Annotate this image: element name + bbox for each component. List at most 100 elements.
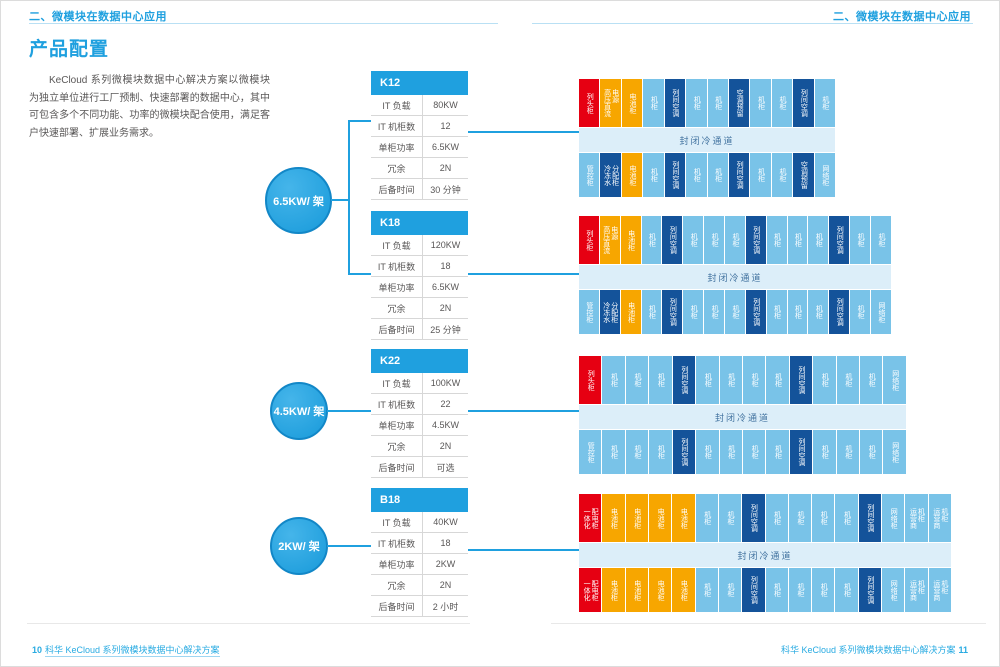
rack-block: 机柜 [643, 153, 664, 197]
table-header-k18: K18 [371, 211, 468, 235]
spec-label: 单柜功率 [371, 137, 423, 157]
rack-block-label: 机柜 [774, 373, 782, 387]
rack-block: 电池柜 [625, 494, 648, 542]
rack-diagram-k12: 列头柜高压直流 电源电池柜机柜列间空调机柜机柜空调预留机柜机柜列间空调机柜封闭冷… [579, 79, 836, 197]
rack-block: 机柜 [750, 79, 771, 127]
rack-block-label: 机柜 [690, 305, 698, 319]
connector-line [348, 120, 350, 275]
rack-block-label: 高压直流 电源 [603, 89, 619, 117]
rack-block: 机柜 [871, 216, 891, 264]
rack-block-label: 电池柜 [629, 164, 637, 186]
cold-aisle-band: 封闭冷通道 [579, 128, 835, 152]
rack-block: 机柜 [704, 290, 725, 334]
rack-block: 机柜 [850, 290, 871, 334]
rack-block: 机柜 [835, 568, 858, 612]
rack-block: 机柜 [704, 216, 725, 264]
spec-value: 2KW [435, 559, 456, 569]
rack-block: 电池柜 [621, 79, 643, 127]
header-rule-right [532, 23, 973, 24]
footer-rule-left [27, 623, 470, 624]
rack-block-label: 机柜 [648, 233, 656, 247]
connector-line [327, 545, 371, 547]
rack-block: 机柜 [771, 153, 793, 197]
rack-block-label: 电池柜 [680, 579, 688, 601]
rack-block: 列头柜 [579, 356, 602, 404]
rack-row-bottom: 管控柜机柜机柜机柜列间空调机柜机柜机柜机柜列间空调机柜机柜机柜网络柜 [579, 430, 906, 474]
rack-block: 运营商 机柜 [905, 494, 928, 542]
rack-block-label: 网络柜 [891, 441, 899, 463]
rack-block-label: 机柜 [857, 233, 865, 247]
rack-row-bottom: 管控柜冷冻水 分配柜电池柜机柜列间空调机柜机柜机柜列间空调机柜机柜机柜列间空调机… [579, 290, 891, 334]
rack-block: 列间空调 [742, 494, 765, 542]
rack-block: 机柜 [602, 356, 625, 404]
rack-block: 列间空调 [664, 79, 686, 127]
rack-block-label: 电池柜 [610, 507, 618, 529]
rack-block: 列间空调 [728, 153, 750, 197]
spec-label: 冗余 [371, 436, 423, 456]
rack-block-label: 列间空调 [669, 298, 677, 326]
connector-line [468, 410, 579, 412]
rack-block: 机柜 [750, 153, 771, 197]
spec-label: 冗余 [371, 158, 423, 178]
rack-block-label: 网络柜 [891, 369, 899, 391]
rack-block-label: 机柜 [711, 305, 719, 319]
rack-block-label: 电池柜 [627, 229, 635, 251]
rack-block: 机柜 [683, 290, 704, 334]
rack-block: 机柜 [812, 568, 835, 612]
rack-block-label: 机柜 [773, 305, 781, 319]
rack-row-bottom: 管控柜冷冻水 分配柜电池柜机柜列间空调机柜机柜列间空调机柜机柜空调预留网络柜 [579, 153, 836, 197]
rack-row-top: 列头柜高压直流 电源电池柜机柜列间空调机柜机柜机柜列间空调机柜机柜机柜列间空调机… [579, 216, 891, 264]
table-row: 后备时间可选 [371, 457, 468, 478]
connector-line [468, 131, 579, 133]
spec-label: IT 负载 [371, 235, 423, 255]
rack-block-label: 机柜 [779, 96, 786, 110]
rack-diagram-k18: 列头柜高压直流 电源电池柜机柜列间空调机柜机柜机柜列间空调机柜机柜机柜列间空调机… [579, 216, 891, 334]
rack-block: 列间空调 [662, 216, 683, 264]
rack-block-label: 机柜 [796, 583, 804, 597]
connector-line [331, 199, 349, 201]
rack-block: 电池柜 [648, 568, 672, 612]
rack-block: 列间空调 [858, 494, 882, 542]
rack-block-label: 列间空调 [836, 226, 844, 254]
table-header-k22: K22 [371, 349, 468, 373]
rack-block: 网络柜 [814, 153, 836, 197]
rack-block-label: 列间空调 [750, 504, 758, 532]
rack-block: 列间空调 [745, 216, 766, 264]
rack-block: 机柜 [725, 290, 745, 334]
rack-block: 冷冻水 分配柜 [599, 290, 620, 334]
rack-block: 机柜 [850, 216, 871, 264]
rack-block-label: 管控柜 [585, 301, 593, 323]
rack-block: 机柜 [766, 430, 789, 474]
rack-block-label: 机柜 [820, 583, 828, 597]
rack-block: 机柜 [683, 216, 704, 264]
rack-block-label: 机柜 [843, 511, 851, 525]
rack-block: 电池柜 [672, 568, 695, 612]
rack-block-label: 列间空调 [836, 298, 844, 326]
rack-block-label: 一体化 配电柜 [583, 579, 599, 601]
rack-block: 列间空调 [672, 356, 696, 404]
rack-block-label: 机柜 [868, 373, 876, 387]
rack-block: 电池柜 [602, 568, 625, 612]
spec-value: 2 小时 [432, 601, 459, 612]
rack-block: 高压直流 电源 [599, 216, 620, 264]
rack-block: 机柜 [808, 216, 829, 264]
rack-block: 机柜 [725, 216, 745, 264]
rack-block-label: 列间空调 [736, 161, 744, 189]
table-header-k12: K12 [371, 71, 468, 95]
rack-block-label: 空调预留 [800, 161, 808, 189]
rack-block-label: 列间空调 [671, 89, 679, 117]
rack-block-label: 机柜 [796, 511, 804, 525]
rack-block-label: 机柜 [877, 233, 885, 247]
spec-label: 单柜功率 [371, 415, 423, 435]
rack-block: 列间空调 [858, 568, 882, 612]
spec-label: IT 机柜数 [371, 394, 423, 414]
rack-block-label: 机柜 [773, 233, 781, 247]
rack-block: 网络柜 [883, 356, 906, 404]
spec-label: 冗余 [371, 575, 423, 595]
